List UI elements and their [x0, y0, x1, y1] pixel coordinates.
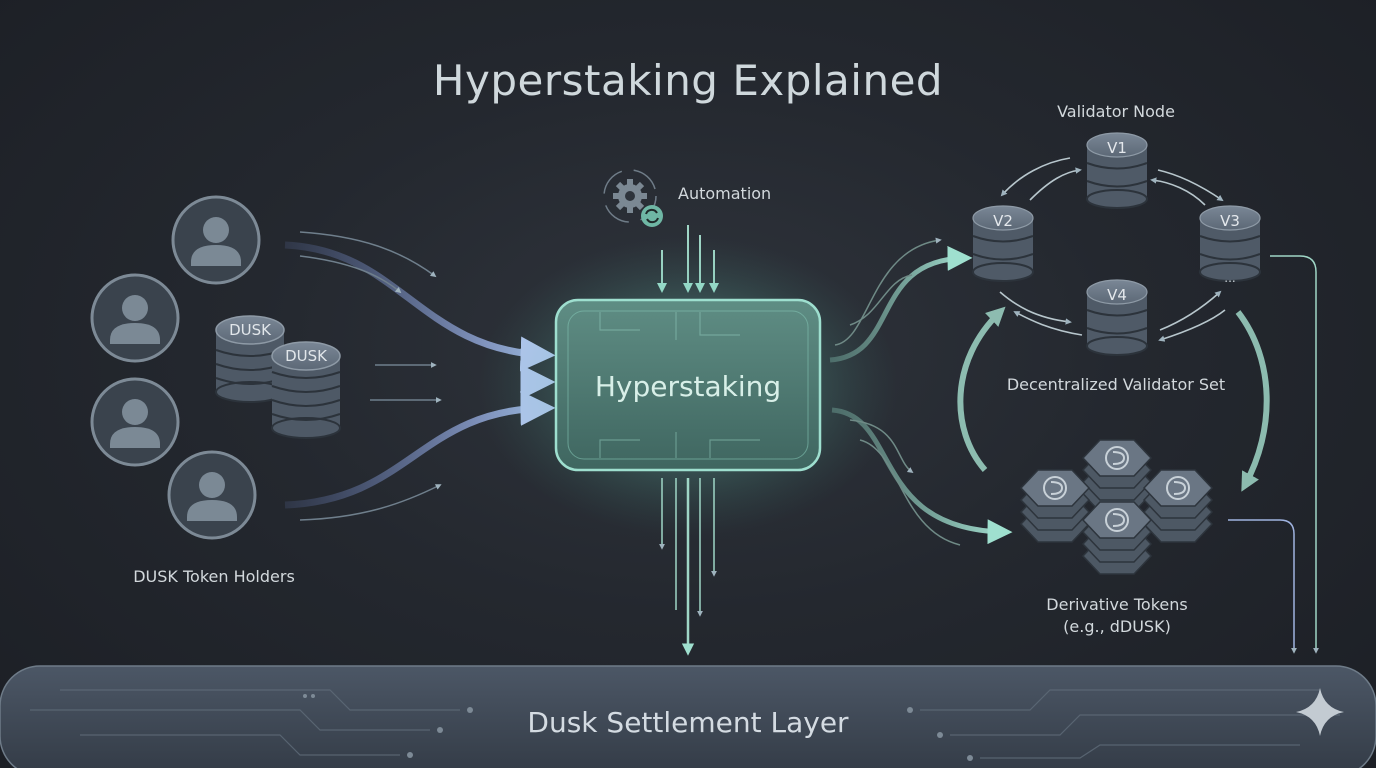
- delegation-flow-arrows: [829, 237, 1013, 546]
- validator-label: V3: [1220, 212, 1240, 230]
- sparkle-icon: [1296, 688, 1344, 736]
- validator-set: Validator Node V1 V2: [972, 102, 1261, 394]
- dusk-logo-icon: [1105, 508, 1129, 532]
- gear-sync-icon: [603, 169, 663, 227]
- dusk-logo-icon: [1105, 446, 1129, 470]
- dusk-coin-stack: DUSK: [271, 341, 341, 439]
- automation-label: Automation: [678, 184, 771, 203]
- validator-label: V2: [993, 212, 1013, 230]
- validator-label: V1: [1107, 139, 1127, 157]
- dusk-coin-stack: DUSK: [215, 315, 285, 403]
- derivative-token-stack: [1081, 439, 1153, 513]
- derivative-token-stack: [1081, 501, 1153, 575]
- settlement-layer: Dusk Settlement Layer: [0, 665, 1376, 768]
- validator-node-v3: V3 ...: [1199, 205, 1261, 285]
- user-avatar-icon: [171, 195, 261, 285]
- token-holders-label: DUSK Token Holders: [133, 567, 295, 586]
- validator-label: V4: [1107, 286, 1127, 304]
- hub-label: Hyperstaking: [595, 370, 781, 403]
- derivative-label-line1: Derivative Tokens: [1046, 595, 1187, 614]
- validator-node-v1: V1: [1086, 132, 1148, 209]
- settlement-flow-arrows: [659, 478, 717, 656]
- side-flow-lines: [1228, 255, 1319, 654]
- reward-cycle-arrows: [957, 306, 1270, 492]
- diagram-title: Hyperstaking Explained: [433, 56, 943, 105]
- user-avatar-icon: [90, 377, 180, 467]
- hyperstaking-hub: Hyperstaking: [478, 237, 898, 537]
- derivative-token-stack: [1019, 469, 1091, 543]
- coin-label: DUSK: [285, 347, 328, 365]
- settlement-label: Dusk Settlement Layer: [527, 706, 849, 739]
- derivative-token-stack: [1142, 469, 1214, 543]
- validator-node-v2: V2: [972, 205, 1034, 282]
- validator-node-label: Validator Node: [1057, 102, 1175, 121]
- derivative-label-line2: (e.g., dDUSK): [1063, 617, 1171, 636]
- validator-node-v4: V4: [1086, 279, 1148, 356]
- user-avatar-icon: [167, 450, 257, 540]
- user-avatar-icon: [90, 273, 180, 363]
- dusk-logo-icon: [1166, 476, 1190, 500]
- derivative-tokens-group: [1019, 439, 1214, 575]
- dusk-logo-icon: [1043, 476, 1067, 500]
- validator-ring-arrows: [999, 157, 1226, 342]
- token-holders-group: DUSK DUSK DUSK Token Holders: [90, 195, 341, 586]
- validator-set-label: Decentralized Validator Set: [1007, 375, 1225, 394]
- validator-ellipsis: ...: [1224, 271, 1235, 285]
- coin-label: DUSK: [229, 321, 272, 339]
